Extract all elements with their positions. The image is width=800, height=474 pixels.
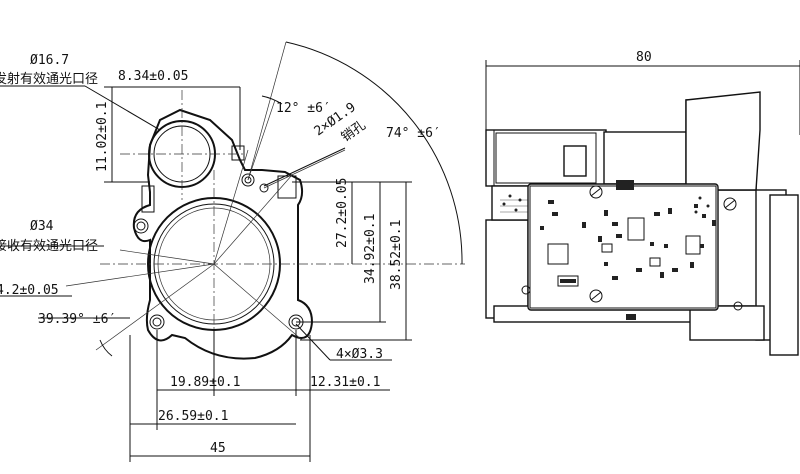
tx-aperture-dia-label: Ø16.7 xyxy=(30,53,69,68)
side-view: 80 xyxy=(485,50,800,356)
rx-aperture-text-label: 接收有效通光口径 xyxy=(0,238,98,254)
mount-holes-label: 4×Ø3.3 xyxy=(336,347,383,362)
dim-80-label: 80 xyxy=(636,50,652,65)
dim-4-2-label: 4.2±0.05 xyxy=(0,283,59,298)
dim-38-52-label: 38.52±0.1 xyxy=(389,220,404,290)
dim-8-34-label: 8.34±0.05 xyxy=(118,69,188,84)
rx-aperture-dia-label: Ø34 xyxy=(30,219,54,234)
dim-45-label: 45 xyxy=(210,441,226,456)
dim-34-92-label: 34.92±0.1 xyxy=(363,214,378,284)
angle-12-label: 12° ±6′ xyxy=(276,101,331,116)
dim-19-89-label: 19.89±0.1 xyxy=(170,375,240,390)
dim-12-31-label: 12.31±0.1 xyxy=(310,375,380,390)
dim-26-59-label: 26.59±0.1 xyxy=(158,409,228,424)
dim-27-2-label: 27.2±0.05 xyxy=(335,178,350,248)
angle-74-label: 74° ±6′ xyxy=(386,126,441,141)
angle-39-39-label: 39.39° ±6′ xyxy=(38,312,116,327)
front-view: Ø16.7 发射有效通光口径 8.34±0.05 11.02±0.1 12° ±… xyxy=(0,41,465,462)
tx-aperture-text-label: 发射有效通光口径 xyxy=(0,71,98,87)
dim-11-02-label: 11.02±0.1 xyxy=(95,102,110,172)
